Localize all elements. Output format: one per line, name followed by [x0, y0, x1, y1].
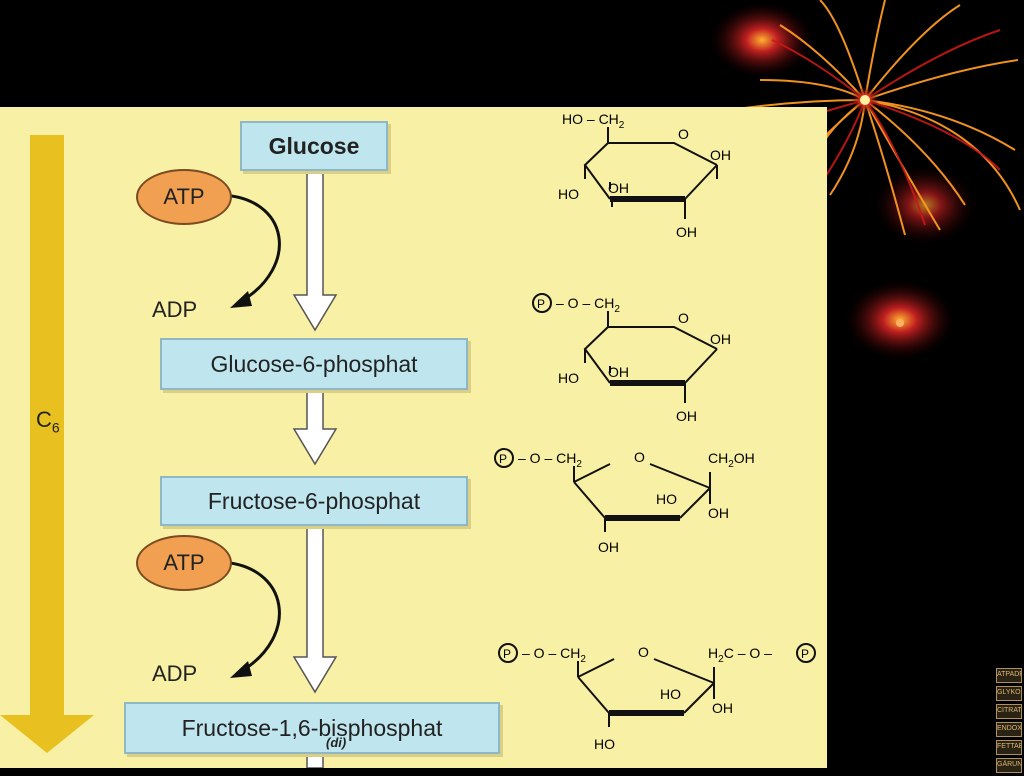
chem-label: OH: [712, 700, 733, 716]
chem-label: – O – CH2: [518, 450, 582, 470]
chem-label: HO: [558, 370, 579, 386]
side-nav-atpadp[interactable]: ATPADP: [996, 668, 1022, 683]
carbon-count-label: C6: [36, 407, 60, 436]
side-nav: ATPADP GLYKOL CITRAT ENDOXI FETTAB GÄRUN…: [996, 668, 1022, 776]
chem-label: P: [503, 647, 511, 661]
chem-label: CH2OH: [708, 450, 755, 470]
side-nav-garung[interactable]: GÄRUNG: [996, 758, 1022, 773]
side-nav-fettab[interactable]: FETTAB: [996, 740, 1022, 755]
chem-label: P: [801, 647, 809, 661]
structure-glucose-6-phosphat: P – O – CH2 O OH OH HO OH: [532, 293, 731, 424]
chem-label: O: [638, 644, 649, 660]
pathway-step-glucose: Glucose: [240, 121, 388, 171]
carbon-arrow: [0, 135, 94, 753]
chem-label: HO – CH2: [562, 111, 625, 131]
chem-label: P: [537, 297, 545, 311]
pathway-step-glucose-6-phosphat: Glucose-6-phosphat: [160, 338, 468, 390]
side-nav-glykol[interactable]: GLYKOL: [996, 686, 1022, 701]
side-nav-endoxi[interactable]: ENDOXI: [996, 722, 1022, 737]
atp-badge-1: ATP: [136, 169, 232, 225]
atp-badge-2: ATP: [136, 535, 232, 591]
adp-label-2: ADP: [152, 661, 198, 686]
chem-label: OH: [708, 505, 729, 521]
chem-label: O: [678, 126, 689, 142]
side-nav-citrat[interactable]: CITRAT: [996, 704, 1022, 719]
chem-label: – O – CH2: [522, 645, 586, 665]
chem-label: HO: [594, 736, 615, 752]
adp-label-1: ADP: [152, 297, 198, 322]
chem-label: OH: [676, 224, 697, 240]
chem-label: O: [678, 310, 689, 326]
cofactor-arcs: [219, 193, 281, 678]
chem-label: OH: [598, 539, 619, 555]
chem-label: – O – CH2: [556, 295, 620, 315]
structure-fructose-6-phosphat: P – O – CH2 O CH2OH HO OH OH: [494, 448, 755, 555]
structure-glucose: HO – CH2 O OH OH HO OH: [558, 111, 731, 240]
chem-label: OH: [608, 364, 629, 380]
chem-label: HO: [656, 491, 677, 507]
chem-label: OH: [710, 147, 731, 163]
pathway-step-fructose-6-phosphat: Fructose-6-phosphat: [160, 476, 468, 526]
chem-label: H2C – O –: [708, 645, 772, 665]
chem-label: OH: [608, 180, 629, 196]
figure-caption: (di): [326, 735, 347, 750]
chem-label: HO: [660, 686, 681, 702]
firework-decoration: [710, 0, 1021, 360]
flow-arrows: [292, 167, 338, 768]
structure-fructose-1-6-bisphosphat: P – O – CH2 O H2C – O – P HO OH HO: [498, 643, 816, 752]
pathway-step-fructose-1-6-bisphosphat: Fructose-1,6-bisphosphat: [124, 702, 500, 754]
chem-label: OH: [710, 331, 731, 347]
chem-label: OH: [676, 408, 697, 424]
chem-label: P: [499, 452, 507, 466]
chem-label: HO: [558, 186, 579, 202]
chem-label: O: [634, 449, 645, 465]
diagram-panel: C6 Glucose Glucose-6-phosphat F: [0, 107, 827, 768]
